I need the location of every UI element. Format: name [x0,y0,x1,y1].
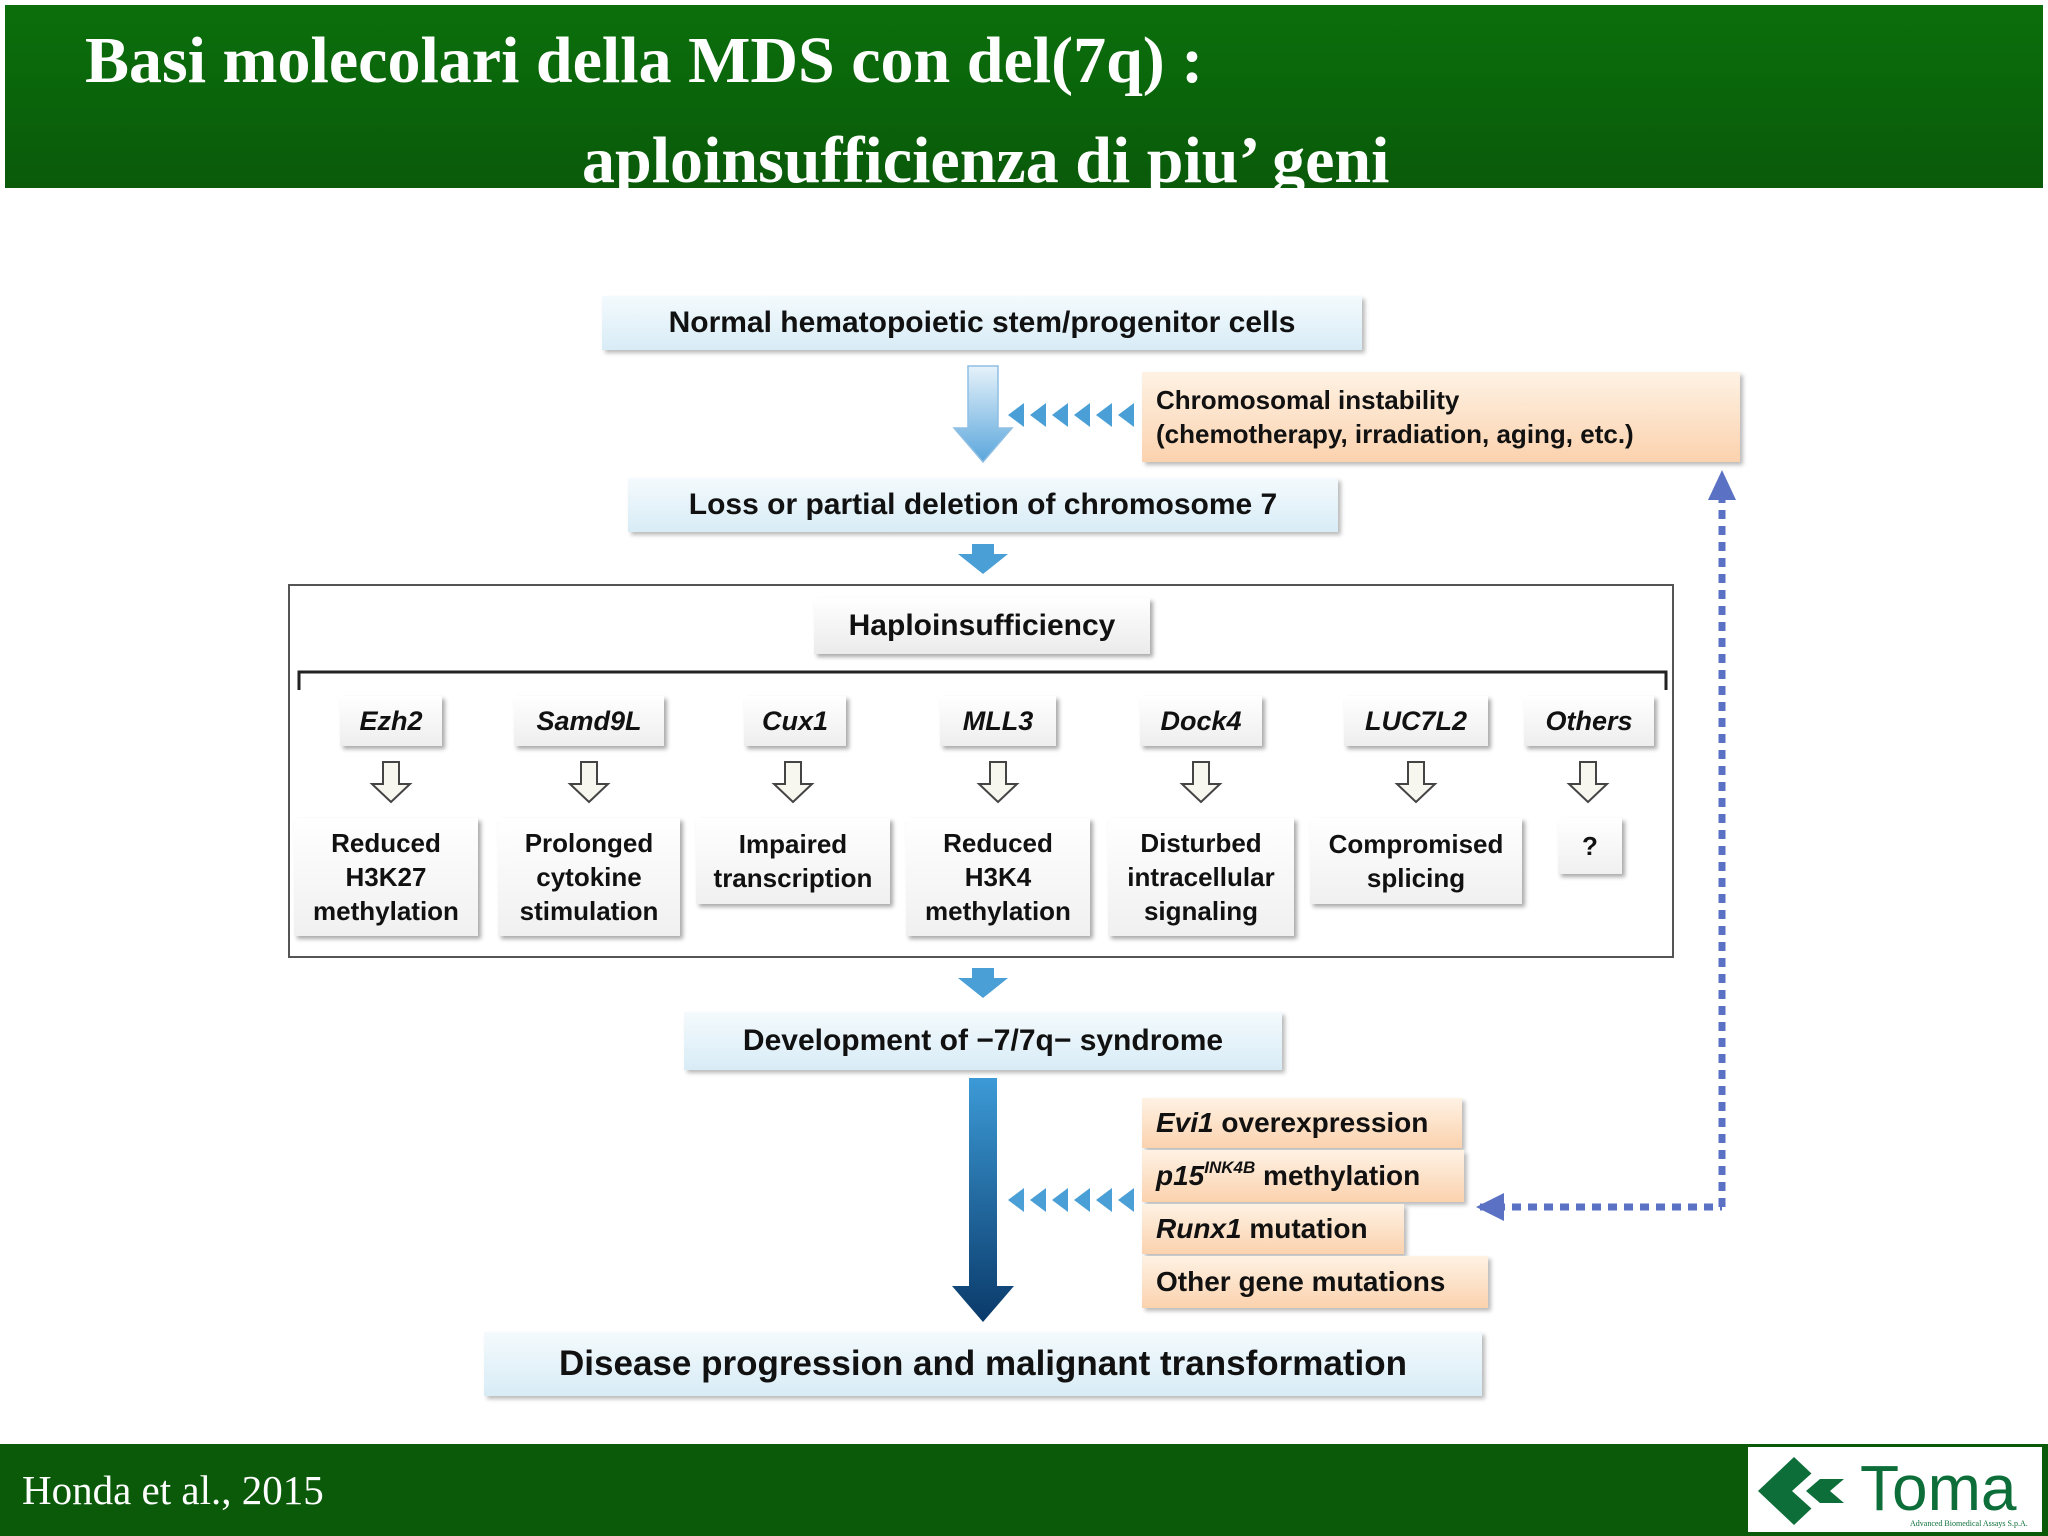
effect-line: Compromised [1328,829,1504,859]
runx1-text: mutation [1241,1213,1368,1244]
effect-others: ? [1558,818,1622,874]
logo-subtext: Advanced Biomedical Assays S.p.A. [1910,1519,2028,1528]
effect-line: splicing [1366,863,1466,893]
gene-runx1: Runx1 [1156,1213,1242,1244]
effect-line: H3K27 [345,862,427,892]
footer-bar: Honda et al., 2015 [0,1444,2048,1536]
effect-luc7l2: Compromised splicing [1310,818,1522,904]
title-bar: Basi molecolari della MDS con del(7q) : … [5,5,2043,188]
gene-others: Others [1524,696,1654,746]
effect-cux1: Impaired transcription [696,818,890,904]
effect-line: cytokine [536,862,642,892]
gene-p15: p15 [1156,1160,1205,1191]
arrow-down-progression [952,1078,1014,1322]
gene-dock4: Dock4 [1140,696,1262,746]
effect-line: stimulation [519,896,659,926]
effect-line: methylation [925,896,1071,926]
p15-text: methylation [1255,1160,1421,1191]
gene-luc7l2: LUC7L2 [1344,696,1488,746]
gene-mll3: MLL3 [940,696,1056,746]
effect-line: methylation [313,896,459,926]
slide-title-line2: aploinsufficienza di piu’ geni [582,124,1390,188]
box-runx1-mutation: Runx1 mutation [1142,1204,1404,1254]
gene-evi1: Evi1 [1156,1107,1214,1138]
box-disease-progression: Disease progression and malignant transf… [484,1332,1482,1396]
logo-wordmark: Toma [1860,1452,2017,1524]
p15-superscript: INK4B [1204,1158,1256,1177]
hollow-arrow-1 [369,761,413,804]
effect-samd9l: Prolonged cytokine stimulation [498,818,680,936]
effect-line: H3K4 [964,862,1032,892]
gene-samd9l: Samd9L [514,696,664,746]
effect-line: ? [1582,831,1598,861]
box-other-gene-mutations: Other gene mutations [1142,1256,1488,1308]
instability-line1: Chromosomal instability [1156,385,1460,415]
effect-line: transcription [713,863,873,893]
box-normal-cells: Normal hematopoietic stem/progenitor cel… [602,296,1362,350]
effect-line: intracellular [1127,862,1275,892]
hollow-arrow-3 [771,761,815,804]
box-loss-chromosome-7: Loss or partial deletion of chromosome 7 [628,478,1338,532]
chevrons-mutations [1008,1188,1134,1212]
chevrons-instability [1008,403,1134,427]
hollow-arrow-4 [976,761,1020,804]
toma-diamond-icon [1758,1457,1852,1525]
hollow-arrow-5 [1179,761,1223,804]
gene-cux1: Cux1 [744,696,846,746]
effect-line: Reduced [943,828,1053,858]
arrow-down-top [952,365,1014,464]
effect-dock4: Disturbed intracellular signaling [1108,818,1294,936]
effect-line: Impaired [738,829,848,859]
box-development-syndrome: Development of −7/7q− syndrome [684,1012,1282,1070]
gene-ezh2: Ezh2 [340,696,442,746]
slide-title-line1: Basi molecolari della MDS con del(7q) : [85,24,1204,97]
toma-logo: Toma Advanced Biomedical Assays S.p.A. [1748,1447,2042,1532]
effect-line: Reduced [331,828,441,858]
citation: Honda et al., 2015 [22,1467,324,1513]
effect-line: Prolonged [524,828,654,858]
box-evi1-overexpression: Evi1 overexpression [1142,1098,1462,1148]
effect-line: Disturbed [1140,828,1262,858]
hollow-arrow-7 [1566,761,1610,804]
evi1-text: overexpression [1213,1107,1429,1138]
effect-line: signaling [1143,896,1259,926]
hollow-arrow-6 [1394,761,1438,804]
instability-line2: (chemotherapy, irradiation, aging, etc.) [1156,419,1634,449]
arrow-down-small-1 [958,544,1008,574]
dotted-feedback-arrow [1476,470,1736,1221]
arrow-down-small-2 [958,968,1008,998]
box-chromosomal-instability: Chromosomal instability (chemotherapy, i… [1142,372,1740,462]
hollow-arrow-2 [567,761,611,804]
box-haploinsufficiency: Haploinsufficiency [814,598,1150,654]
